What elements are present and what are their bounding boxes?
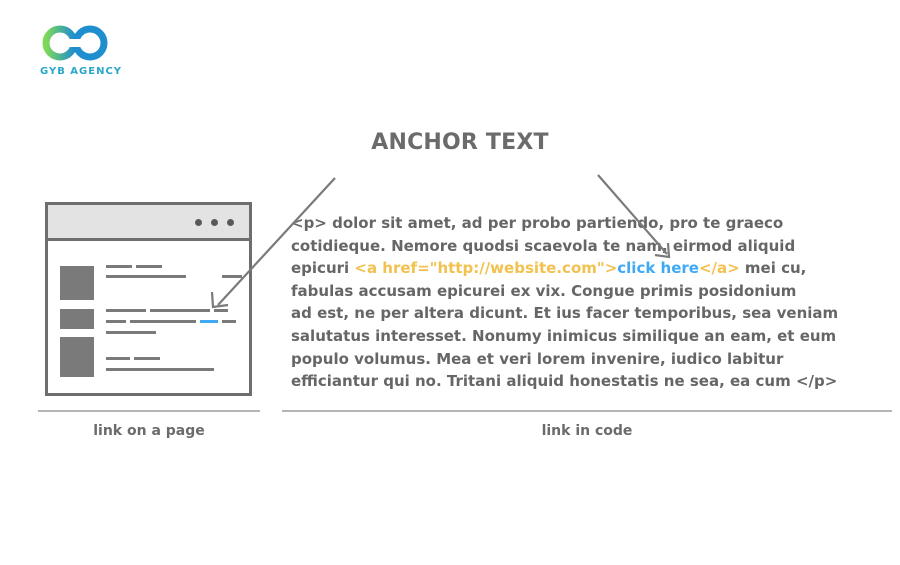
html-tag: </a> (698, 259, 740, 278)
window-dot-icon (211, 219, 218, 226)
image-placeholder (60, 266, 94, 300)
text-line (222, 320, 236, 323)
browser-illustration (45, 202, 252, 396)
text-line (136, 265, 162, 268)
diagram-title: ANCHOR TEXT (371, 130, 549, 155)
window-dot-icon (195, 219, 202, 226)
link-on-page (200, 320, 218, 323)
code-line: cotidieque. Nemore quodsi scaevola te na… (291, 235, 891, 258)
code-line: epicuri <a href="http://website.com">cli… (291, 257, 891, 280)
infinity-logo-icon (42, 25, 108, 61)
code-line: <p> dolor sit amet, ad per probo partien… (291, 212, 891, 235)
code-text: mei cu, (739, 259, 807, 278)
code-text: fabulas accusam epicurei ex vix. Congue … (291, 281, 797, 300)
code-line: salutatus interesset. Nonumy inimicus si… (291, 325, 891, 348)
brand-logo: GYB AGENCY (26, 22, 136, 86)
divider-right (282, 410, 892, 412)
text-line (106, 265, 132, 268)
divider-left (38, 410, 260, 412)
image-placeholder (60, 309, 94, 329)
text-line (134, 357, 160, 360)
text-line (130, 320, 196, 323)
text-line (106, 309, 146, 312)
text-line (106, 320, 126, 323)
code-text: populo volumus. Mea et veri lorem inveni… (291, 349, 784, 368)
code-line: ad est, ne per altera dicunt. Et ius fac… (291, 302, 891, 325)
text-line (214, 309, 228, 312)
caption-link-in-code: link in code (541, 423, 633, 439)
html-tag: <a href="http://website.com"> (354, 259, 618, 278)
code-text: <p> dolor sit amet, ad per probo partien… (291, 214, 784, 232)
code-text: efficiantur qui no. Tritani aliquid hone… (291, 372, 838, 391)
text-line (106, 368, 214, 371)
text-line (150, 309, 210, 312)
code-line: fabulas accusam epicurei ex vix. Congue … (291, 280, 891, 303)
image-placeholder (60, 337, 94, 377)
html-code-paragraph: <p> dolor sit amet, ad per probo partien… (291, 212, 891, 393)
code-text: cotidieque. Nemore quodsi scaevola te na… (291, 236, 796, 255)
logo-wordmark: GYB AGENCY (39, 66, 123, 77)
text-line (106, 275, 186, 278)
text-line (106, 357, 130, 360)
text-line (222, 275, 242, 278)
code-text: salutatus interesset. Nonumy inimicus si… (291, 326, 837, 345)
code-text: epicuri (291, 259, 355, 278)
code-text: ad est, ne per altera dicunt. Et ius fac… (291, 304, 839, 323)
window-dot-icon (227, 219, 234, 226)
anchor-text: click here (617, 259, 699, 278)
code-line: populo volumus. Mea et veri lorem inveni… (291, 348, 891, 371)
browser-title-bar (48, 205, 249, 241)
text-line (106, 331, 156, 334)
code-line: efficiantur qui no. Tritani aliquid hone… (291, 370, 891, 393)
caption-link-on-page: link on a page (93, 423, 205, 439)
